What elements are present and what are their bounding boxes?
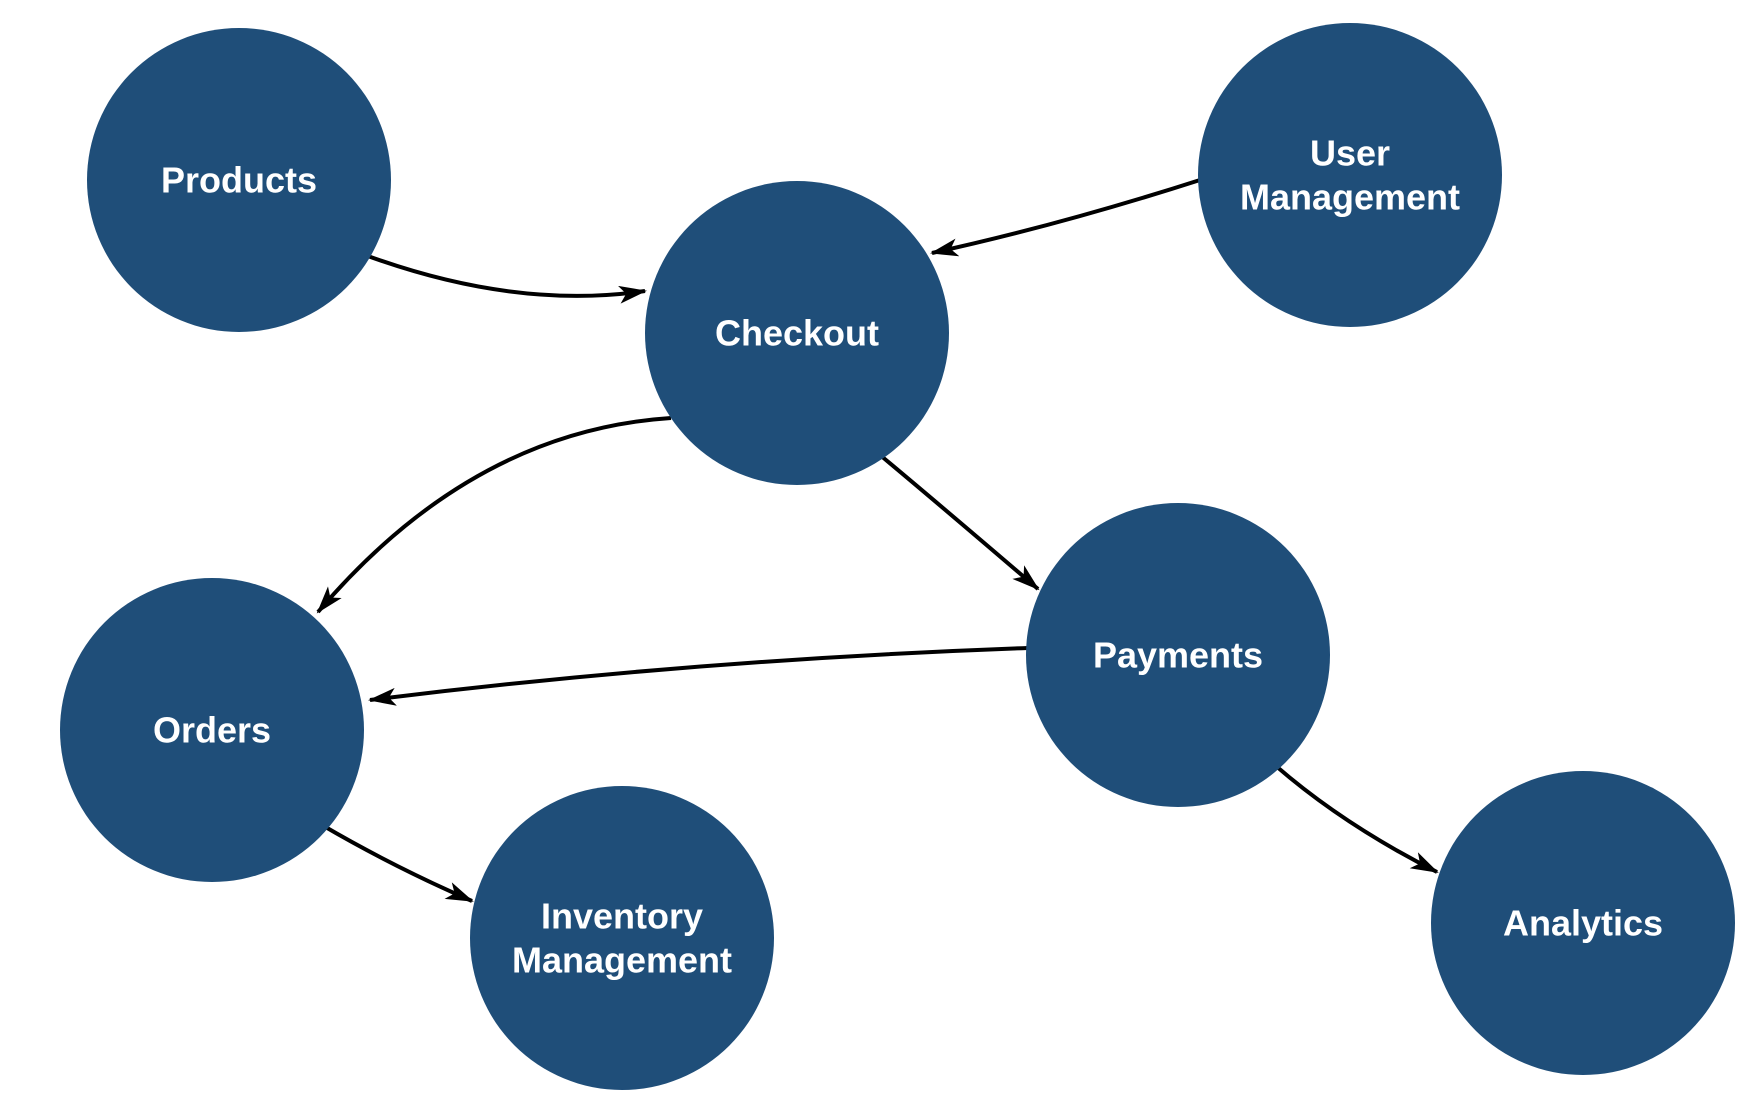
node-label-analytics-line-0: Analytics xyxy=(1503,903,1663,944)
edge-checkout-to-orders xyxy=(316,416,672,614)
edge-payments-to-analytics xyxy=(1274,764,1439,874)
edge-products-to-checkout xyxy=(364,253,647,304)
node-circle-checkout xyxy=(645,181,949,485)
node-label-payments-line-0: Payments xyxy=(1093,635,1263,676)
nodes-layer: ProductsUserManagementCheckoutOrdersPaym… xyxy=(60,23,1735,1090)
node-circle-payments xyxy=(1026,503,1330,807)
edges-layer xyxy=(316,178,1439,903)
node-label-inventory-management-line-1: Management xyxy=(512,940,732,981)
node-payments: Payments xyxy=(1026,503,1330,807)
node-circle-products xyxy=(87,28,391,332)
node-label-inventory-management-line-0: Inventory xyxy=(541,896,703,937)
node-label-products-line-0: Products xyxy=(161,160,317,201)
node-analytics: Analytics xyxy=(1431,771,1735,1075)
node-label-user-management-line-1: Management xyxy=(1240,177,1460,218)
node-circle-analytics xyxy=(1431,771,1735,1075)
node-circle-user-management xyxy=(1198,23,1502,327)
node-label-user-management-line-0: User xyxy=(1310,133,1390,174)
node-circle-orders xyxy=(60,578,364,882)
node-label-checkout-line-0: Checkout xyxy=(715,313,879,354)
node-checkout: Checkout xyxy=(645,181,949,485)
edge-user-management-to-checkout xyxy=(930,178,1201,257)
node-label-orders-line-0: Orders xyxy=(153,710,271,751)
node-orders: Orders xyxy=(60,578,364,882)
node-products: Products xyxy=(87,28,391,332)
edge-orders-to-inventory-management xyxy=(320,823,474,903)
edge-payments-to-orders xyxy=(368,646,1029,706)
edge-checkout-to-payments xyxy=(878,453,1040,591)
node-circle-inventory-management xyxy=(470,786,774,1090)
